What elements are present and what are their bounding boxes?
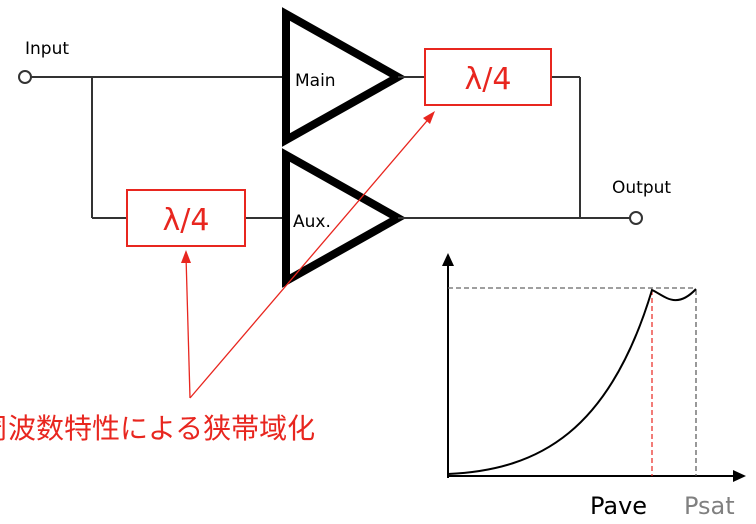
x-axis-arrow	[733, 470, 746, 482]
efficiency-curve	[447, 288, 697, 475]
pave-label: Pave	[590, 492, 647, 520]
chart-axes	[447, 262, 738, 478]
annotation-arrows	[185, 114, 433, 399]
arrow-head-top	[423, 111, 435, 124]
quarter-wave-top	[424, 48, 552, 106]
aux-amplifier	[282, 148, 407, 288]
output-label: Output	[612, 178, 671, 198]
inset-chart: Pave Psat	[442, 253, 746, 520]
psat-label: Psat	[684, 492, 735, 520]
output-terminal	[629, 211, 643, 225]
main-amp-label: Main	[295, 71, 336, 91]
output-wiring	[398, 76, 630, 219]
input-terminal	[18, 70, 32, 84]
quarter-wave-bottom	[126, 189, 246, 247]
main-amplifier	[282, 7, 407, 147]
y-axis-arrow	[442, 253, 454, 266]
annotation-text: 周波数特性による狭帯域化	[0, 412, 315, 445]
input-label: Input	[25, 39, 69, 59]
arrow-head-bottom	[181, 250, 191, 263]
aux-amp-label: Aux.	[293, 212, 331, 232]
input-wiring	[31, 76, 286, 219]
quarter-wave-top-label: λ/4	[465, 62, 512, 97]
quarter-wave-bottom-label: λ/4	[163, 203, 210, 238]
